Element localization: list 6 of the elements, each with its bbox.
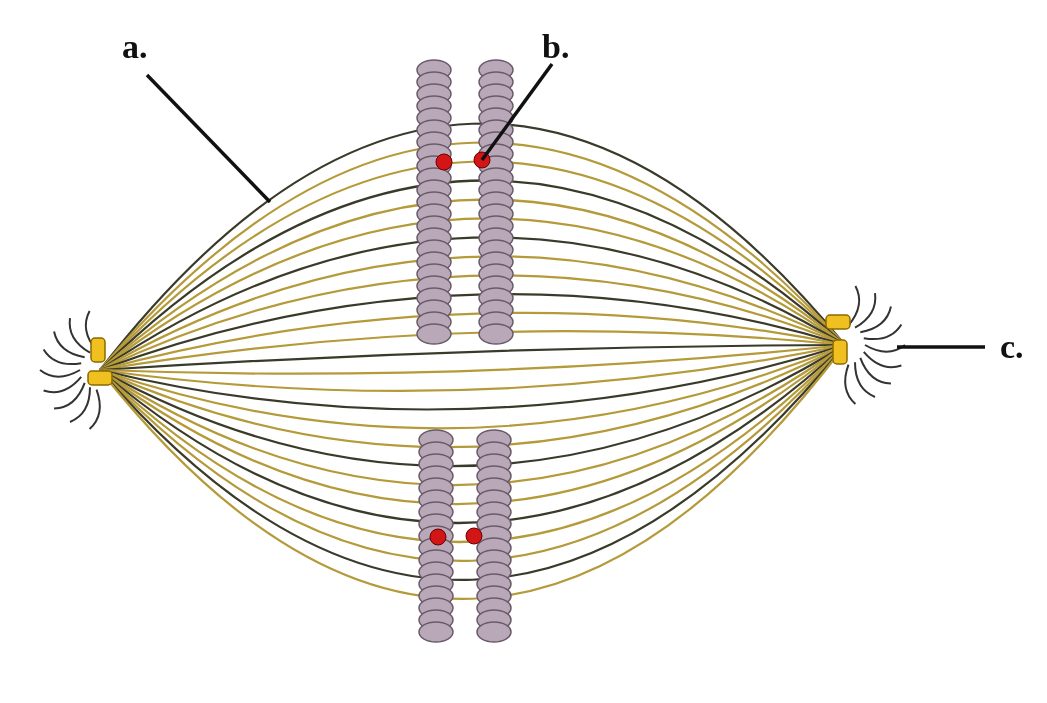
part-label: a.: [122, 30, 148, 64]
part-label: c.: [1000, 330, 1024, 364]
leader-line: [145, 73, 272, 204]
part-label: b.: [542, 30, 570, 64]
leader-line: [480, 62, 554, 162]
leader-line: [897, 345, 985, 349]
